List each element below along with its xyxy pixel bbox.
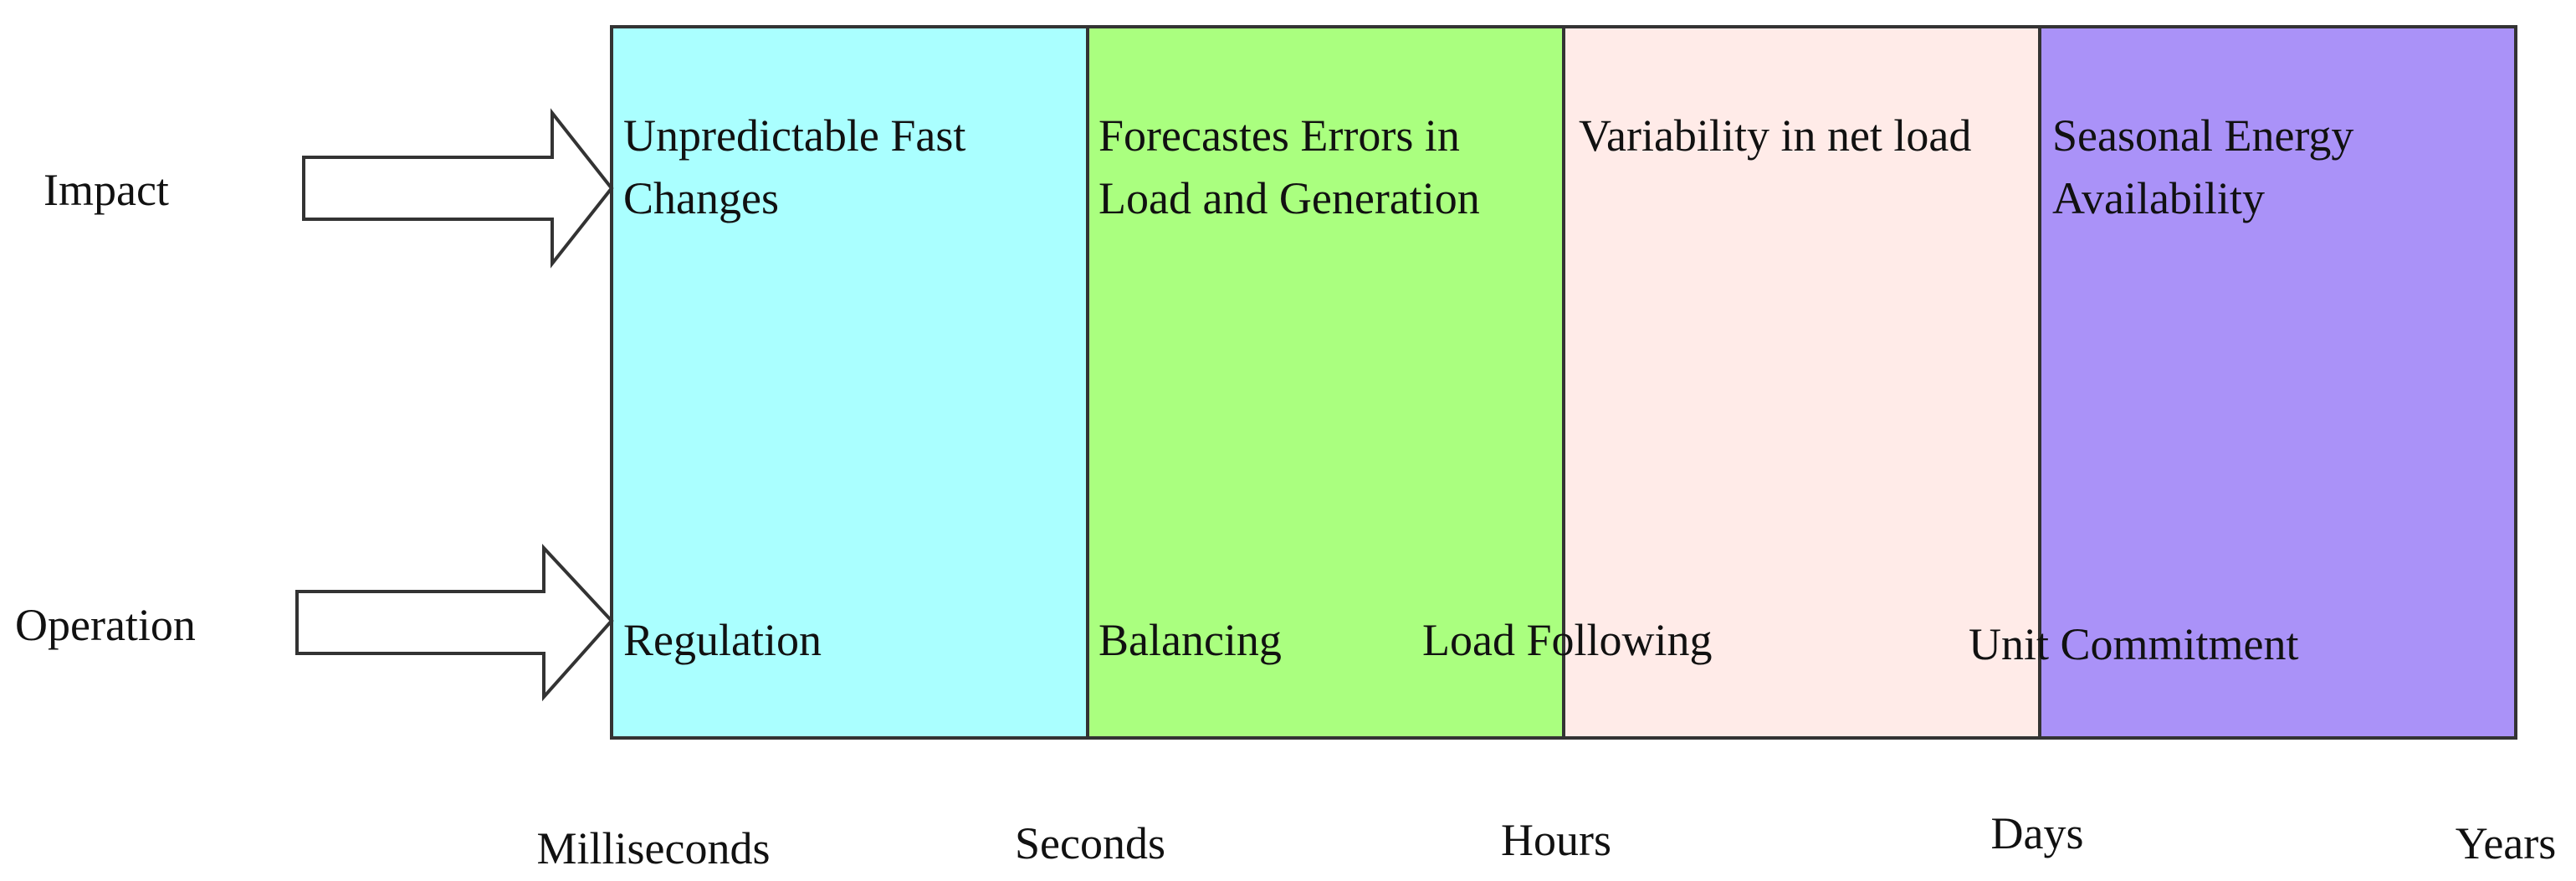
impact-row-label: Impact [44, 165, 169, 215]
impact-arrow-icon [302, 108, 614, 269]
operation-load-following: Load Following [1422, 615, 1713, 665]
impact-text-2: Forecastes Errors in Load and Generation [1099, 110, 1480, 223]
band-hours-days [1562, 25, 2041, 740]
bands [610, 25, 2517, 740]
operation-row-label: Operation [15, 600, 196, 650]
impact-text-3: Variability in net load [1579, 110, 1971, 161]
operation-regulation: Regulation [623, 615, 822, 665]
timescale-hours: Hours [1501, 815, 1611, 865]
timescale-days: Days [1991, 808, 2084, 858]
operation-unit-commitment: Unit Commitment [1969, 619, 2299, 669]
timescale-seconds: Seconds [1015, 818, 1165, 868]
band-milliseconds-seconds [610, 25, 1089, 740]
timescale-axis: Milliseconds Seconds Hours Days Years [537, 808, 2557, 873]
impact-texts: Unpredictable Fast Changes Forecastes Er… [623, 110, 2365, 223]
impact-text-4: Seasonal Energy Availability [2052, 110, 2365, 223]
timescale-years: Years [2456, 818, 2557, 868]
band-days-years [2038, 25, 2517, 740]
band-seconds-hours [1086, 25, 1565, 740]
operation-texts: Regulation Balancing Load Following Unit… [623, 615, 2299, 669]
impact-text-1: Unpredictable Fast Changes [623, 110, 977, 223]
operation-balancing: Balancing [1099, 615, 1282, 665]
operation-arrow-icon [295, 543, 614, 702]
timescale-milliseconds: Milliseconds [537, 823, 771, 873]
